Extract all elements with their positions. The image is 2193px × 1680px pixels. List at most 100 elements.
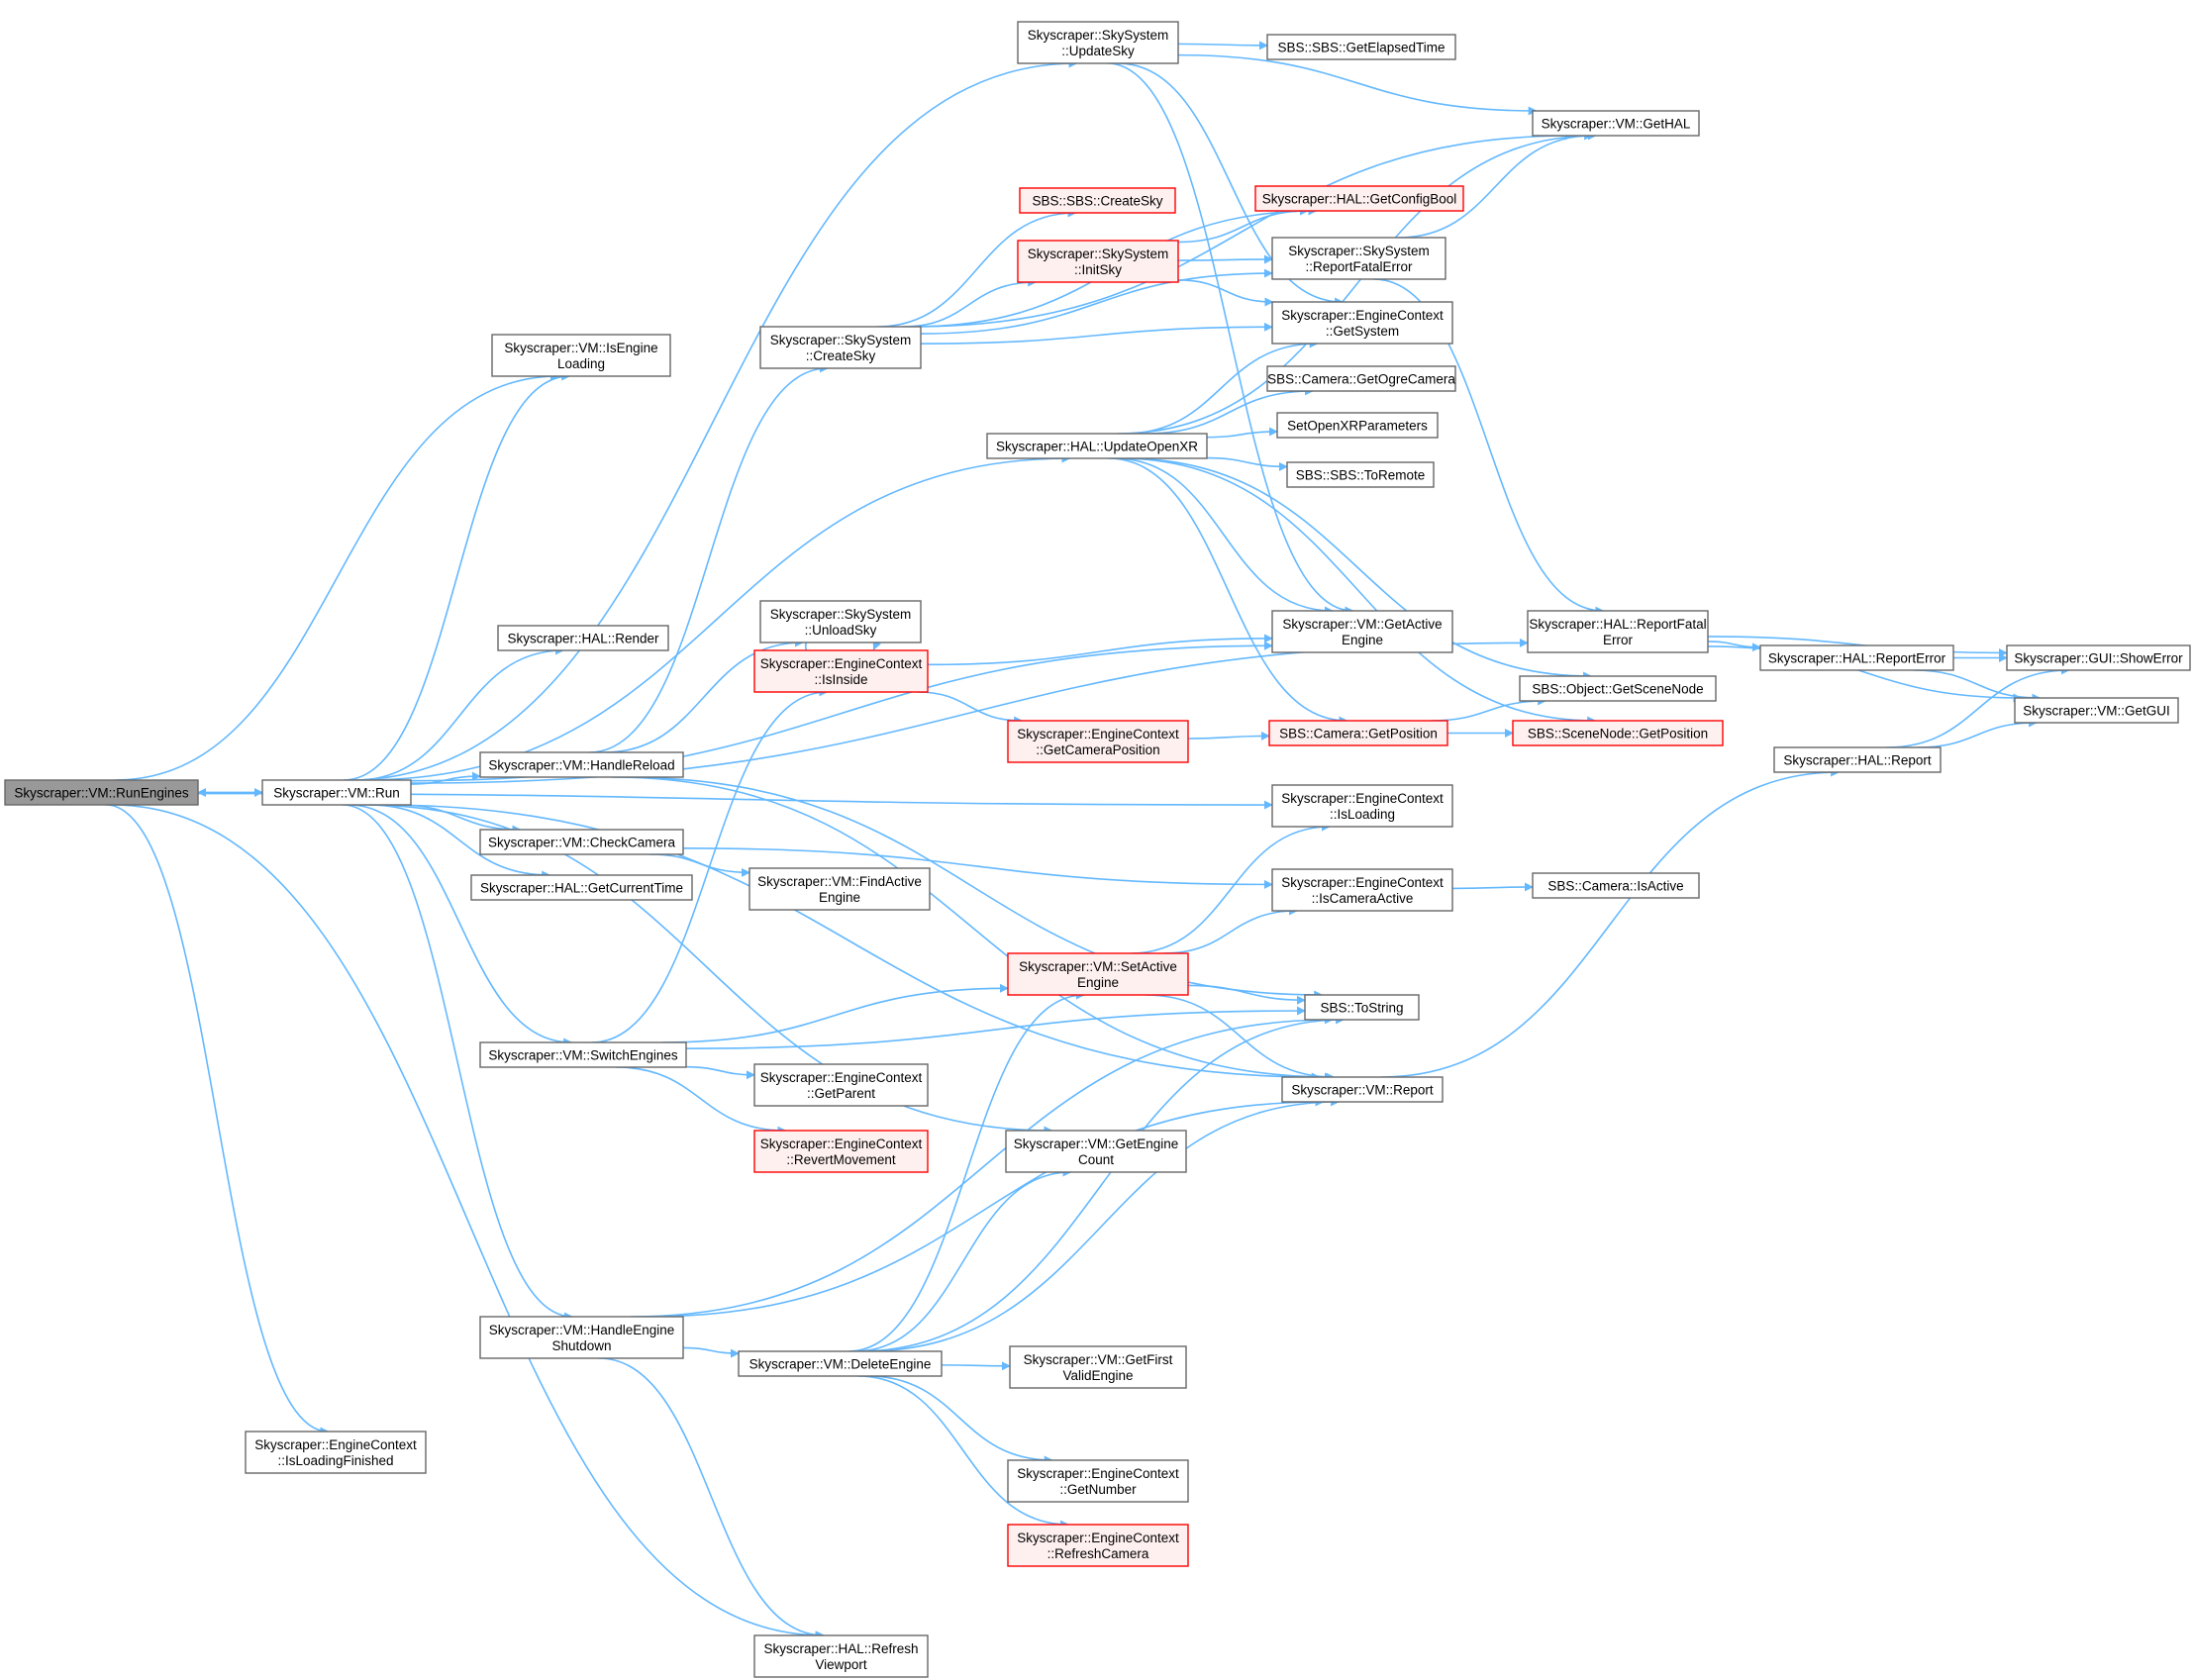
node-box <box>1254 185 1464 212</box>
node-label: SBS::SBS::CreateSky <box>1032 194 1162 209</box>
node-box <box>1276 412 1439 439</box>
node-halreporterror[interactable]: Skyscraper::HAL::ReportError <box>1759 644 1954 671</box>
node-box <box>1005 1130 1187 1173</box>
node-getcameraposition[interactable]: Skyscraper::EngineContext::GetCameraPosi… <box>1007 720 1189 763</box>
node-box <box>1532 872 1700 899</box>
node-scenenodegetposition[interactable]: SBS::SceneNode::GetPosition <box>1512 720 1724 746</box>
node-camisactive[interactable]: SBS::Camera::IsActive <box>1532 872 1700 899</box>
edge-halreportfatalerror-to-showerror <box>1707 636 2008 657</box>
node-isinside[interactable]: Skyscraper::EngineContext::IsInside <box>753 649 929 693</box>
node-halreportfatalerror[interactable]: Skyscraper::HAL::ReportFatalError <box>1527 610 1709 653</box>
node-updateopenxr[interactable]: Skyscraper::HAL::UpdateOpenXR <box>986 433 1208 459</box>
node-skyreportfatalerror[interactable]: Skyscraper::SkySystem::ReportFatalError <box>1271 237 1446 280</box>
node-revertmovement[interactable]: Skyscraper::EngineContext::RevertMovemen… <box>753 1130 929 1173</box>
node-label: Skyscraper::SkySystem <box>1288 244 1430 258</box>
node-getparent[interactable]: Skyscraper::EngineContext::GetParent <box>753 1063 929 1107</box>
edge-updatesky-to-getelapsedtime <box>1177 41 1268 50</box>
node-handlereload[interactable]: Skyscraper::VM::HandleReload <box>479 751 684 778</box>
edge-checkcamera-to-iscameraactive <box>682 847 1273 889</box>
node-halrender[interactable]: Skyscraper::HAL::Render <box>497 625 669 651</box>
node-createsky[interactable]: Skyscraper::SkySystem::CreateSky <box>759 326 922 369</box>
edge-run-to-vmreport <box>379 804 1321 1082</box>
node-getogrecamera[interactable]: SBS::Camera::GetOgreCamera <box>1266 365 1456 392</box>
node-getsystem[interactable]: Skyscraper::EngineContext::GetSystem <box>1271 301 1453 345</box>
node-label: Skyscraper::HAL::ReportError <box>1768 651 1946 666</box>
node-sbscreatesky[interactable]: SBS::SBS::CreateSky <box>1019 187 1176 214</box>
edge-deleteengine-to-refreshcamera <box>857 1375 1070 1530</box>
node-label: Skyscraper::VM::Report <box>1291 1083 1434 1098</box>
edge-run-to-updatesky <box>349 58 1078 781</box>
node-showerror[interactable]: Skyscraper::GUI::ShowError <box>2006 644 2191 671</box>
node-vmreport[interactable]: Skyscraper::VM::Report <box>1281 1076 1444 1103</box>
node-getcurrenttime[interactable]: Skyscraper::HAL::GetCurrentTime <box>470 874 693 901</box>
node-updatesky[interactable]: Skyscraper::SkySystem::UpdateSky <box>1017 21 1179 64</box>
node-initsky[interactable]: Skyscraper::SkySystem::InitSky <box>1017 240 1179 283</box>
node-setopenxrparameters[interactable]: SetOpenXRParameters <box>1276 412 1439 439</box>
edge-switchengines-to-getparent <box>685 1065 755 1080</box>
node-label: ::IsCameraActive <box>1312 891 1414 906</box>
edge-createsky-to-sbscreatesky <box>876 208 1077 328</box>
node-camgetposition[interactable]: SBS::Camera::GetPosition <box>1268 720 1448 746</box>
node-tostring[interactable]: SBS::ToString <box>1304 994 1420 1021</box>
node-getconfigbool[interactable]: Skyscraper::HAL::GetConfigBool <box>1254 185 1464 212</box>
node-label: SBS::Camera::GetPosition <box>1279 727 1438 741</box>
edge-updateopenxr-to-gethal <box>1117 131 1597 435</box>
node-isloadingfinished[interactable]: Skyscraper::EngineContext::IsLoadingFini… <box>245 1431 427 1474</box>
node-halreport[interactable]: Skyscraper::HAL::Report <box>1773 746 1942 773</box>
edge-camgetposition-to-getscenenode <box>1430 696 1547 722</box>
node-label: Skyscraper::EngineContext <box>1017 1466 1179 1481</box>
node-label: Skyscraper::VM::GetEngine <box>1014 1136 1179 1151</box>
node-getgui[interactable]: Skyscraper::VM::GetGUI <box>2014 697 2179 724</box>
node-box <box>753 1634 929 1678</box>
node-switchengines[interactable]: Skyscraper::VM::SwitchEngines <box>479 1041 687 1068</box>
node-label: Skyscraper::VM::GetGUI <box>2023 704 2170 719</box>
node-run[interactable]: Skyscraper::VM::Run <box>261 779 412 806</box>
node-label: Skyscraper::HAL::ReportFatal <box>1529 617 1706 632</box>
node-label: Count <box>1078 1152 1114 1167</box>
node-label: Engine <box>819 890 860 905</box>
edge-createsky-to-initsky <box>902 277 1038 328</box>
node-label: Skyscraper::GUI::ShowError <box>2014 651 2183 666</box>
node-isloading[interactable]: Skyscraper::EngineContext::IsLoading <box>1271 784 1453 828</box>
node-box <box>1773 746 1942 773</box>
edge-updateopenxr-to-scenenodegetposition <box>1119 457 1597 726</box>
node-getscenenode[interactable]: SBS::Object::GetSceneNode <box>1519 675 1717 702</box>
node-box <box>753 1130 929 1173</box>
edge-setactiveengine-to-isloading <box>1130 822 1331 954</box>
node-deleteengine[interactable]: Skyscraper::VM::DeleteEngine <box>738 1350 943 1377</box>
node-checkcamera[interactable]: Skyscraper::VM::CheckCamera <box>479 829 684 855</box>
node-unloadsky[interactable]: Skyscraper::SkySystem::UnloadSky <box>759 600 922 643</box>
node-getnumber[interactable]: Skyscraper::EngineContext::GetNumber <box>1007 1459 1189 1503</box>
node-getelapsedtime[interactable]: SBS::SBS::GetElapsedTime <box>1266 34 1456 60</box>
node-gethal[interactable]: Skyscraper::VM::GetHAL <box>1532 110 1700 137</box>
node-refreshcamera[interactable]: Skyscraper::EngineContext::RefreshCamera <box>1007 1524 1189 1567</box>
edge-initsky-to-getsystem <box>1177 279 1274 307</box>
edge-run-to-handleengineshutdown <box>342 804 573 1322</box>
node-label: Skyscraper::VM::SwitchEngines <box>488 1048 678 1063</box>
node-box <box>1017 240 1179 283</box>
node-box <box>479 829 684 855</box>
edge-deleteengine-to-getenginecount <box>854 1167 1072 1352</box>
node-box <box>1519 675 1717 702</box>
node-label: Skyscraper::EngineContext <box>1017 1531 1179 1545</box>
node-label: Skyscraper::VM::DeleteEngine <box>749 1357 932 1372</box>
edge-handleengineshutdown-to-vmreport <box>647 1097 1325 1318</box>
node-box <box>1266 365 1456 392</box>
node-toremote[interactable]: SBS::SBS::ToRemote <box>1286 461 1435 488</box>
node-label: Skyscraper::VM::GetActive <box>1282 617 1442 632</box>
node-runengines[interactable]: Skyscraper::VM::RunEngines <box>4 779 199 806</box>
node-box <box>1019 187 1176 214</box>
edge-switchengines-to-isinside <box>591 687 829 1043</box>
edge-iscameraactive-to-camisactive <box>1451 882 1534 892</box>
node-label: Engine <box>1077 975 1119 990</box>
node-iscameraactive[interactable]: Skyscraper::EngineContext::IsCameraActiv… <box>1271 868 1453 912</box>
